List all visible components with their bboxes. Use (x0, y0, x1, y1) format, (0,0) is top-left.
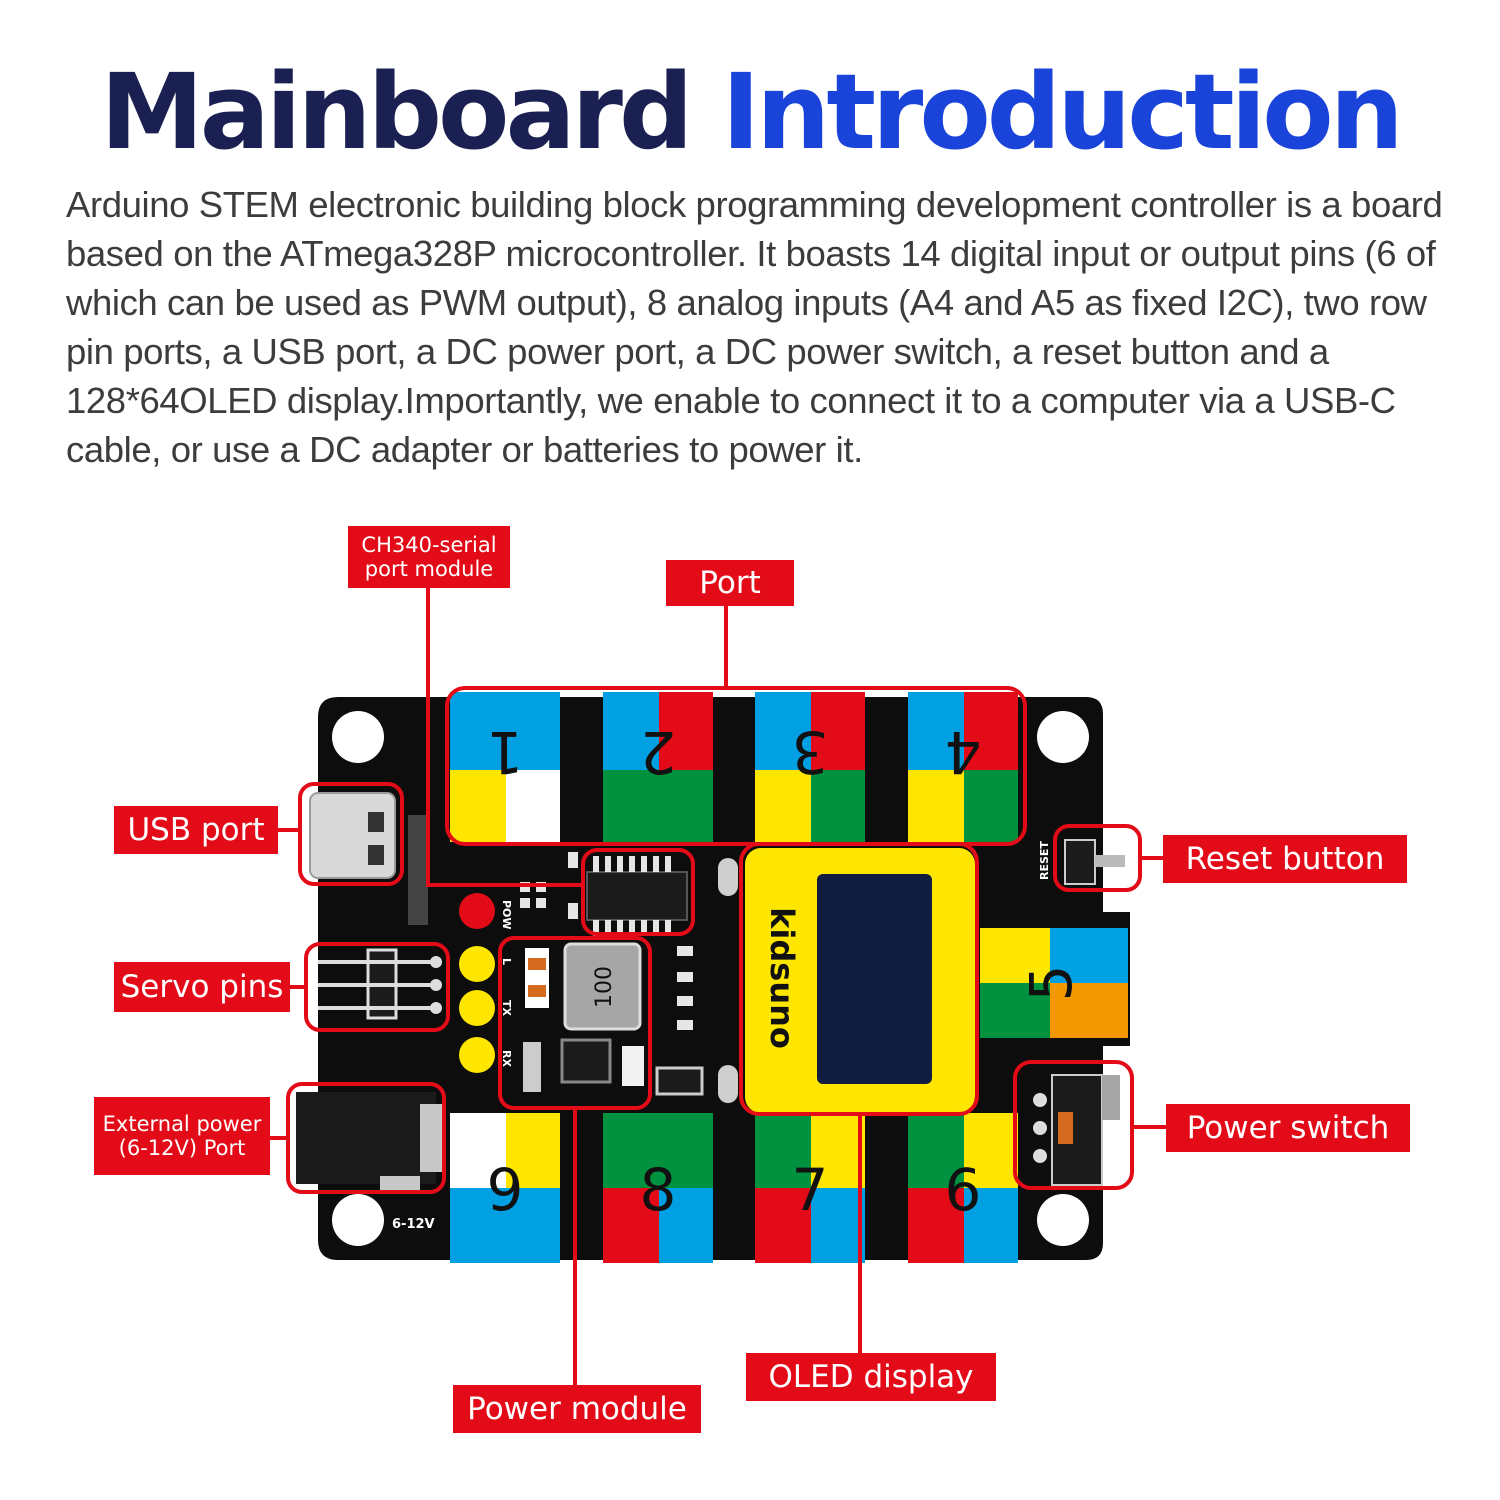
oled-module (718, 848, 975, 1113)
callout-external-power: External power (6-12V) Port (94, 1097, 270, 1175)
port-number-8: 8 (640, 1156, 677, 1224)
port-number-9: 9 (487, 1156, 524, 1224)
callout-oled-display: OLED display (746, 1353, 996, 1401)
port-number-6: 6 (945, 1156, 982, 1224)
power-module-parts (523, 942, 704, 1096)
rx-led (459, 1037, 495, 1073)
port-7 (755, 1113, 865, 1263)
port-2 (603, 692, 713, 842)
callout-power-module: Power module (453, 1385, 701, 1433)
power-switch-part (1033, 1074, 1120, 1186)
silk-rx: RX (500, 1050, 513, 1067)
silk-voltage: 6-12V (392, 1217, 435, 1232)
callout-ch340-line1: CH340-serial (361, 533, 497, 557)
callout-port-text: Port (699, 565, 761, 601)
port-number-2: 2 (640, 718, 677, 786)
callout-power-switch-text: Power switch (1186, 1110, 1390, 1146)
callout-ch340: CH340-serial port module (348, 526, 510, 588)
highlight-port (445, 686, 1027, 846)
callout-reset-button-text: Reset button (1185, 841, 1385, 877)
port-3 (755, 692, 865, 842)
mounting-hole (332, 711, 384, 763)
port-4 (908, 692, 1018, 842)
usb-c-connector (309, 792, 396, 879)
callout-ch340-line2: port module (364, 557, 494, 581)
port-5 (980, 928, 1128, 1038)
description-text: Arduino STEM electronic building block p… (66, 184, 1443, 470)
reset-button-part (1064, 839, 1125, 885)
description: Arduino STEM electronic building block p… (66, 180, 1456, 474)
port-number-7: 7 (792, 1156, 829, 1224)
mounting-hole (332, 1194, 384, 1246)
callout-external-power-line2: (6-12V) Port (118, 1136, 246, 1160)
port-1 (450, 692, 560, 842)
highlight-ch340 (581, 848, 695, 936)
l-led (459, 946, 495, 982)
ch340-chip (586, 856, 688, 936)
callout-oled-display-text: OLED display (768, 1359, 974, 1395)
port-number-3: 3 (792, 718, 829, 786)
brand-kidsuno: kidsuno (763, 907, 801, 1049)
inductor-label: 100 (592, 966, 617, 1008)
port-6 (908, 1113, 1018, 1263)
callout-external-power-line1: External power (102, 1112, 262, 1136)
silk-pow: POW (500, 900, 513, 930)
servo-pin-header (318, 948, 442, 1020)
callout-usb-port-text: USB port (127, 812, 265, 848)
dc-power-jack (296, 1092, 442, 1190)
callout-power-module-text: Power module (467, 1391, 687, 1427)
port-number-1: 1 (487, 718, 524, 786)
port-number-4: 4 (945, 718, 982, 786)
callout-reset-button: Reset button (1163, 835, 1407, 883)
pow-led (459, 893, 495, 929)
callout-port: Port (666, 560, 794, 606)
mounting-hole (1037, 1194, 1089, 1246)
port-9 (450, 1113, 560, 1263)
callout-servo-pins-text: Servo pins (120, 969, 284, 1005)
highlight-usb (298, 782, 404, 886)
callout-power-switch: Power switch (1166, 1104, 1410, 1152)
silk-reset: RESET (1038, 841, 1051, 880)
page-title: Mainboard Introduction (0, 60, 1500, 164)
title-word-introduction: Introduction (721, 51, 1404, 173)
tx-led (459, 990, 495, 1026)
title-word-mainboard: Mainboard (100, 51, 693, 173)
silk-l: L (500, 958, 513, 965)
callout-usb-port: USB port (114, 806, 278, 854)
silk-tx: TX (500, 1000, 513, 1017)
mounting-hole (1037, 711, 1089, 763)
callout-servo-pins: Servo pins (114, 962, 290, 1012)
port-number-5: 5 (1017, 965, 1085, 1002)
callout-leader-lines (270, 588, 1166, 1385)
port-8 (603, 1113, 713, 1263)
